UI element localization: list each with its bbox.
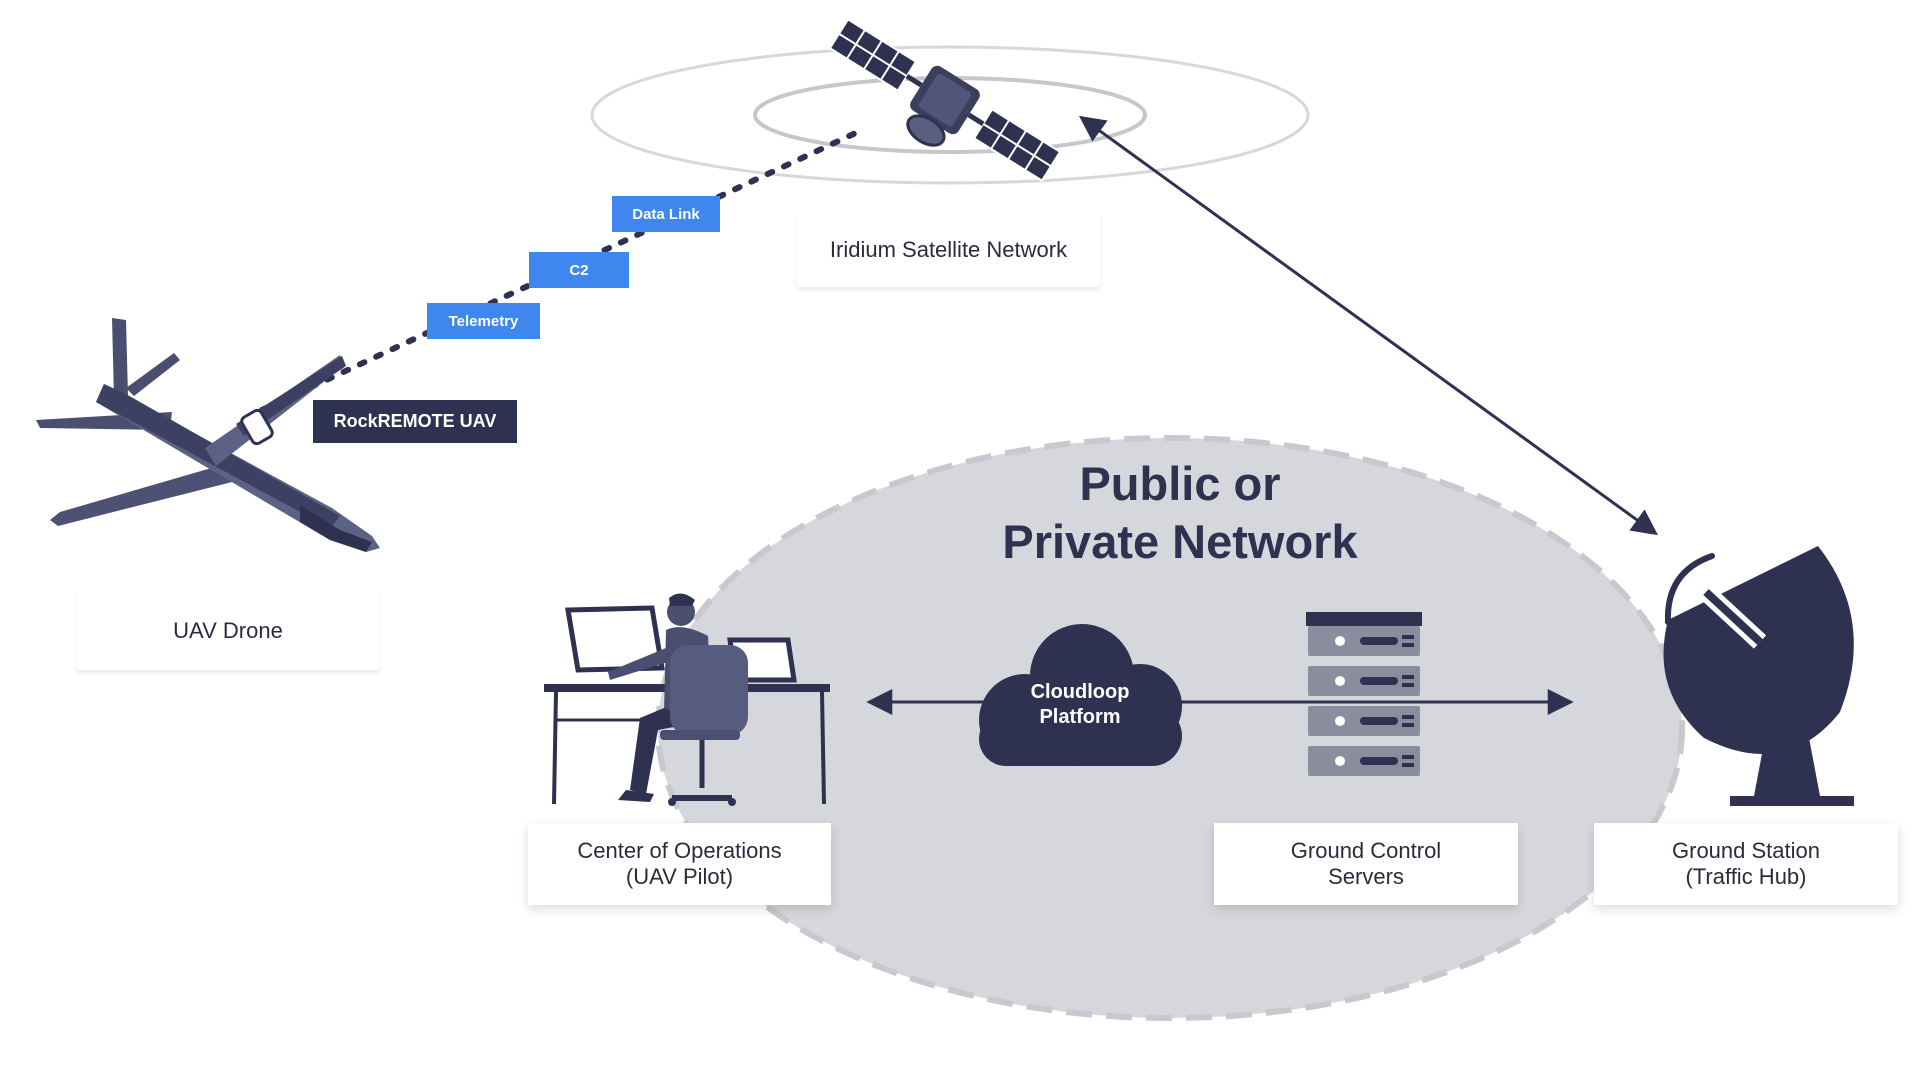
network-title: Public or Private Network <box>950 455 1410 571</box>
satellite-icon <box>828 17 1062 183</box>
uav-drone-caption: UAV Drone <box>77 592 379 670</box>
c2-tag: C2 <box>529 252 629 288</box>
pilot-workstation-icon <box>544 593 830 806</box>
data-link-tag: Data Link <box>612 196 720 232</box>
ground-station-caption: Ground Station (Traffic Hub) <box>1594 823 1898 905</box>
telemetry-tag: Telemetry <box>427 303 540 339</box>
satellite-caption: Iridium Satellite Network <box>797 213 1100 287</box>
servers-caption: Ground Control Servers <box>1214 823 1518 905</box>
cloud-icon <box>979 624 1182 766</box>
satellite-dish-icon <box>1663 546 1854 806</box>
network-title-line2: Private Network <box>1002 515 1358 568</box>
operations-caption: Center of Operations (UAV Pilot) <box>528 823 831 905</box>
uav-drone-icon <box>36 318 380 552</box>
rockremote-uav-tag: RockREMOTE UAV <box>313 400 517 443</box>
outer-orbit-ring <box>590 45 1310 185</box>
satellite-ground-arrow <box>1078 115 1659 536</box>
server-rack-icon <box>1306 612 1422 776</box>
cloud-label: Cloudloop Platform <box>1030 681 1130 728</box>
network-title-line1: Public or <box>1079 457 1281 510</box>
